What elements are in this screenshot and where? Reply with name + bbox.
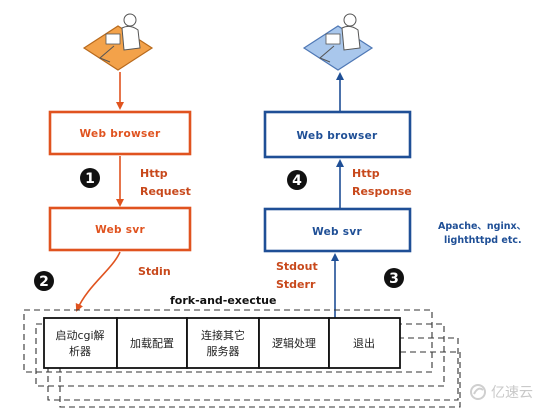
http-request-label-2: Request bbox=[140, 185, 191, 198]
left-web-browser-label: Web browser bbox=[80, 128, 161, 140]
process-title: fork-and-exectue bbox=[170, 294, 276, 307]
process-step-cell-4 bbox=[258, 317, 330, 369]
process-step-cell-2 bbox=[116, 317, 188, 369]
user-at-computer-icon bbox=[82, 13, 154, 71]
process-step-cells bbox=[43, 317, 401, 369]
server-note-line-1: Apache、nginx、 bbox=[438, 221, 526, 232]
right-web-svr-label: Web svr bbox=[312, 226, 362, 238]
right-web-browser-label: Web browser bbox=[297, 130, 378, 142]
right-web-browser-box bbox=[263, 110, 412, 159]
stdout-label: Stdout bbox=[276, 260, 318, 273]
left-web-browser-box bbox=[48, 110, 192, 156]
step-3-badge: 3 bbox=[384, 268, 404, 288]
process-step-1-line-1: 启动cgi解 bbox=[55, 328, 104, 342]
step-1-badge: 1 bbox=[80, 168, 100, 188]
watermark-text: 亿速云 bbox=[491, 385, 533, 401]
left-web-svr-label: Web svr bbox=[95, 224, 145, 236]
http-response-label-2: Response bbox=[352, 185, 412, 198]
stdin-label: Stdin bbox=[138, 265, 171, 278]
stderr-label: Stderr bbox=[276, 278, 316, 291]
http-request-label-1: Http bbox=[140, 167, 168, 180]
http-response-label-1: Http bbox=[352, 167, 380, 180]
process-step-cell-1 bbox=[43, 317, 118, 369]
step-2-badge: 2 bbox=[34, 271, 54, 291]
process-step-cell-3 bbox=[186, 317, 260, 369]
process-step-3-line-1: 连接其它 bbox=[201, 328, 245, 342]
process-step-4-label: 逻辑处理 bbox=[272, 336, 316, 350]
process-step-5-label: 退出 bbox=[353, 336, 375, 350]
user-at-computer-icon bbox=[302, 13, 374, 71]
process-step-2-label: 加载配置 bbox=[130, 337, 174, 350]
yisu-cloud-logo-icon bbox=[470, 384, 486, 400]
server-note-line-2: lighthttpd etc. bbox=[444, 235, 522, 246]
arrow-svr-to-process bbox=[75, 251, 121, 312]
process-step-cell-5 bbox=[328, 317, 401, 369]
svg-text:1: 1 bbox=[85, 171, 95, 187]
process-step-3-line-2: 服务器 bbox=[207, 345, 240, 358]
process-step-1-line-2: 析器 bbox=[69, 344, 91, 358]
right-web-svr-box bbox=[263, 207, 412, 253]
left-web-svr-box bbox=[48, 206, 192, 252]
svg-text:4: 4 bbox=[292, 173, 302, 189]
svg-text:3: 3 bbox=[389, 271, 399, 287]
step-4-badge: 4 bbox=[287, 170, 307, 190]
svg-text:2: 2 bbox=[39, 274, 49, 290]
